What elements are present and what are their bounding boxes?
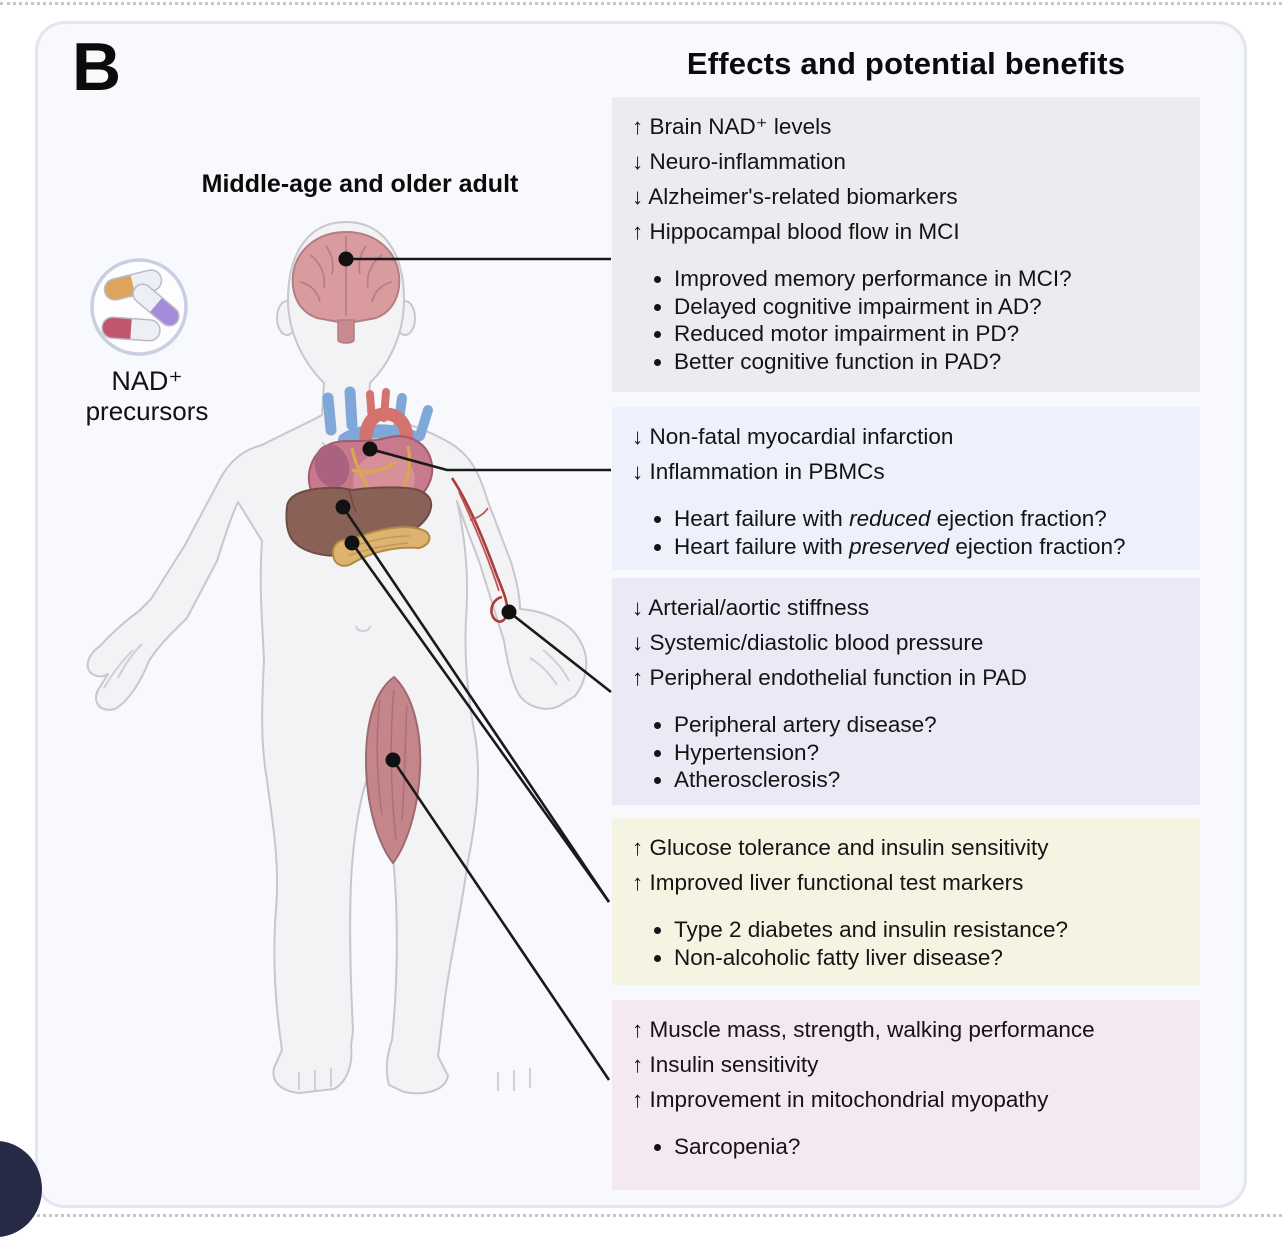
bullet-text: Heart failure with: [674, 533, 850, 559]
potential-benefits-list: Type 2 diabetes and insulin resistance? …: [632, 916, 1180, 971]
effects-box-heart: ↓ Non-fatal myocardial infarction ↓ Infl…: [612, 407, 1200, 570]
potential-benefits-list: Peripheral artery disease? Hypertension?…: [632, 711, 1180, 794]
effects-box-metabolic: ↑ Glucose tolerance and insulin sensitiv…: [612, 818, 1200, 985]
bullet-item: Improved memory performance in MCI?: [674, 265, 1180, 293]
bullet-text: Heart failure with: [674, 506, 850, 531]
bullet-text: ejection fraction?: [949, 533, 1126, 559]
effects-box-vessels: ↓ Arterial/aortic stiffness ↓ Systemic/d…: [612, 578, 1200, 805]
bullet-item: Better cognitive function in PAD?: [674, 348, 1180, 376]
bottom-dotted-divider: [0, 1214, 1282, 1217]
bullet-item: Sarcopenia?: [674, 1133, 1180, 1161]
nad-label-line1: NAD⁺: [111, 366, 183, 396]
nad-label-line2: precursors: [85, 396, 209, 426]
bullet-italic-text: reduced: [849, 506, 931, 531]
effects-box-brain: ↑ Brain NAD⁺ levels ↓ Neuro-inflammation…: [612, 97, 1200, 392]
bullet-item: Non-alcoholic fatty liver disease?: [674, 944, 1180, 972]
potential-benefits-list: Heart failure with reduced ejection frac…: [632, 505, 1180, 560]
bullet-item: Heart failure with reduced ejection frac…: [674, 505, 1180, 533]
bullet-item: Type 2 diabetes and insulin resistance?: [674, 916, 1180, 944]
bullet-item: Peripheral artery disease?: [674, 711, 1180, 739]
bullet-text: ejection fraction?: [930, 506, 1107, 531]
potential-benefits-list: Improved memory performance in MCI? Dela…: [632, 265, 1180, 375]
effect-line: ↑ Glucose tolerance and insulin sensitiv…: [632, 835, 1049, 860]
effect-line: ↓ Neuro-inflammation: [632, 149, 846, 174]
panel-letter: B: [72, 29, 122, 105]
page-title: Effects and potential benefits: [686, 46, 1126, 81]
effect-line: ↑ Muscle mass, strength, walking perform…: [632, 1017, 1095, 1042]
top-dotted-divider: [0, 2, 1282, 5]
effect-line: ↓ Non-fatal myocardial infarction: [632, 424, 954, 449]
potential-benefits-list: Sarcopenia?: [632, 1133, 1180, 1161]
bullet-item: Heart failure with preserved ejection fr…: [674, 533, 1180, 561]
effect-line: ↓ Inflammation in PBMCs: [632, 459, 885, 484]
effect-line: ↑ Improved liver functional test markers: [632, 870, 1024, 895]
effect-line: ↑ Brain NAD⁺ levels: [632, 114, 832, 139]
effect-line: ↓ Alzheimer's-related biomarkers: [632, 184, 958, 209]
figure-subject-label: Middle-age and older adult: [201, 170, 519, 198]
effect-line: ↑ Peripheral endothelial function in PAD: [632, 665, 1027, 690]
bullet-item: Reduced motor impairment in PD?: [674, 320, 1180, 348]
effects-box-muscle: ↑ Muscle mass, strength, walking perform…: [612, 1000, 1200, 1190]
bullet-item: Atherosclerosis?: [674, 766, 1180, 794]
effect-line: ↑ Insulin sensitivity: [632, 1052, 819, 1077]
bullet-item: Hypertension?: [674, 739, 1180, 767]
bullet-italic-text: preserved: [849, 533, 950, 559]
effect-line: ↑ Improvement in mitochondrial myopathy: [632, 1087, 1049, 1112]
nad-precursors-label: NAD⁺ precursors: [52, 366, 242, 427]
bullet-item: Delayed cognitive impairment in AD?: [674, 293, 1180, 321]
effect-line: ↑ Hippocampal blood flow in MCI: [632, 219, 960, 244]
effect-line: ↓ Arterial/aortic stiffness: [632, 595, 870, 620]
effect-line: ↓ Systemic/diastolic blood pressure: [632, 630, 984, 655]
